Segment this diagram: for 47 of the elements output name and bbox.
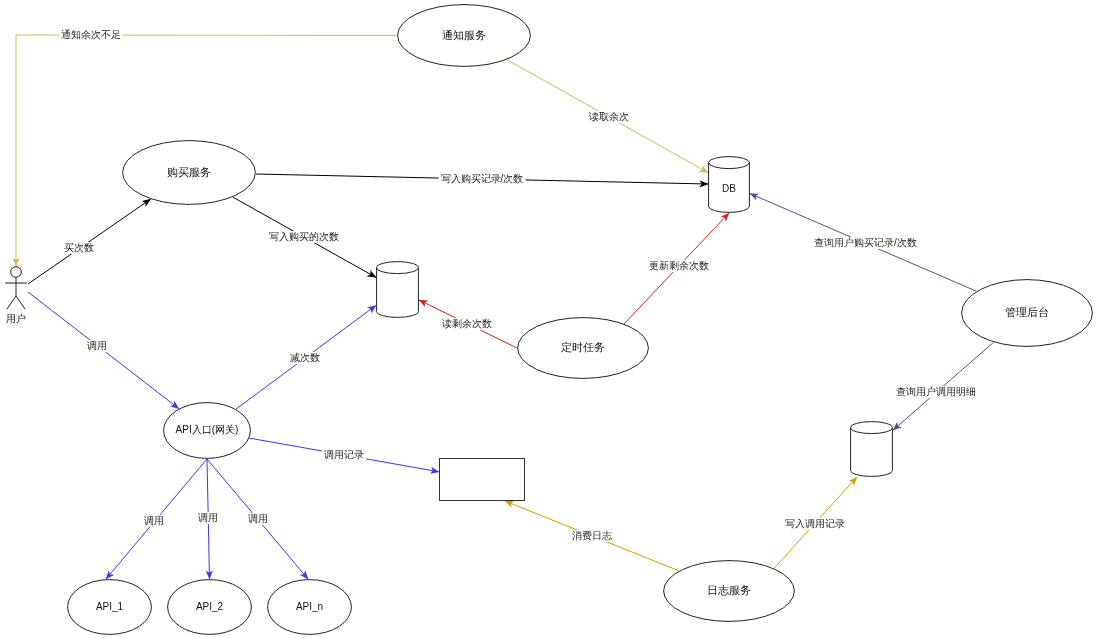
arrow <box>892 341 994 431</box>
node-label: DB <box>722 183 736 196</box>
edge-label: 写入调用记录 <box>782 517 847 530</box>
edge-label: 减次数 <box>287 352 322 365</box>
arrow <box>235 304 377 410</box>
database-cylinder <box>850 421 893 477</box>
edge-label: 查询用户调用明细 <box>894 386 979 399</box>
service-ellipse <box>397 4 531 67</box>
edge-label: 写入购买的次数 <box>267 231 342 244</box>
edge-label: 更新剩余次数 <box>646 260 711 273</box>
service-ellipse <box>267 579 352 635</box>
database-cylinder <box>708 156 750 213</box>
edge-label: 读剩余次数 <box>440 317 494 330</box>
arrow <box>205 458 213 580</box>
actor-label: 用户 <box>6 313 26 326</box>
arrow <box>506 59 709 174</box>
node-label: API_n <box>295 600 324 614</box>
node-label: API_2 <box>195 600 224 614</box>
service-ellipse <box>663 560 795 622</box>
arrow <box>12 34 398 267</box>
service-ellipse <box>67 579 152 635</box>
edge-label: 读取余次 <box>587 111 632 124</box>
edge-label: 通知余次不足 <box>59 29 123 42</box>
node-label: 购买服务 <box>167 165 211 180</box>
service-ellipse <box>122 140 256 205</box>
arrow <box>105 458 208 580</box>
service-ellipse <box>961 279 1093 347</box>
edge-label: 调用记录 <box>322 448 367 461</box>
edge-label: 写入购买记录/次数 <box>438 173 526 185</box>
edge-label: 查询用户购买记录/次数 <box>812 237 919 250</box>
node-label: 通知服务 <box>442 28 486 43</box>
service-ellipse <box>167 579 252 635</box>
service-ellipse <box>517 317 649 379</box>
arrow <box>773 476 858 569</box>
node-label: 管理后台 <box>1005 306 1049 320</box>
arrow <box>27 291 180 410</box>
node-label: API入口(网关) <box>175 424 239 437</box>
arrow <box>623 212 730 325</box>
edge-label: 消费日志 <box>569 529 614 542</box>
node-label: 定时任务 <box>561 341 605 355</box>
database-cylinder <box>376 261 419 318</box>
node-label: API_1 <box>95 600 124 614</box>
queue-box <box>439 458 525 501</box>
service-ellipse <box>163 402 251 459</box>
node-label: 日志服务 <box>707 584 751 598</box>
arrow <box>206 458 309 580</box>
edge-label: 调用 <box>245 513 270 525</box>
